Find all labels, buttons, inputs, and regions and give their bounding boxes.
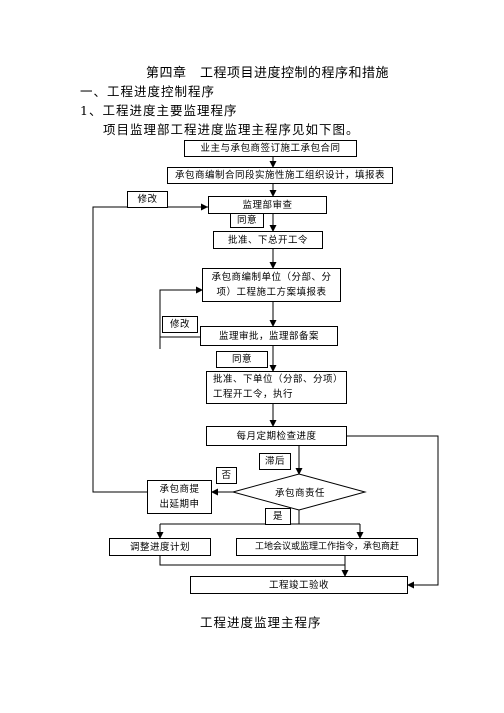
extension-line-2: 出延期申 [159,499,200,510]
figure-caption: 工程进度监理主程序 [200,615,322,630]
node-completion: 工程竣工验收 [190,576,408,594]
label-yes: 是 [265,508,291,525]
chapter-title: 第四章 工程项目进度控制的程序和措施 [146,66,390,81]
node-start-order: 批准、下总开工令 [213,231,323,249]
label-revise-2: 修改 [162,316,198,333]
label-revise-1: 修改 [127,191,168,208]
label-delayed: 滞后 [259,453,291,470]
node-responsibility: 承包商责任 [275,488,326,499]
node-supervisor-review: 监理部审查 [208,196,327,214]
extension-line-1: 承包商提 [159,484,200,495]
intro-paragraph: 项目监理部工程进度监理主程序见如下图。 [103,122,360,137]
unit-start-line-1: 批准、下单位（分部、分项） [213,374,344,385]
node-extension: 承包商提 出延期申 [147,480,212,514]
unit-start-line-2: 工程开工令，执行 [213,389,294,400]
decision-diamond [231,473,367,511]
unit-plan-line-2: 项）工程施工方案填报表 [216,287,327,298]
node-approval-filing: 监理审批，监理部备案 [200,326,338,346]
node-unit-plan: 承包商编制单位（分部、分 项）工程施工方案填报表 [202,268,341,302]
subsection-heading: 1、工程进度主要监理程序 [80,103,238,118]
node-unit-start: 批准、下单位（分部、分项） 工程开工令，执行 [206,371,347,404]
node-adjust-plan: 调整进度计划 [109,538,211,556]
node-org-design: 承包商编制合同段实施性施工组织设计，填报表 [167,167,393,184]
unit-plan-line-1: 承包商编制单位（分部、分 [211,272,332,283]
label-no: 否 [216,467,237,484]
label-agree-1: 同意 [230,213,264,228]
section-heading: 一、工程进度控制程序 [80,84,216,99]
node-meeting: 工地会议或监理工作指令，承包商赶 [236,538,418,556]
node-monthly-check: 每月定期检查进度 [206,426,347,446]
label-agree-2: 同意 [216,351,268,368]
node-contract: 业主与承包商签订施工承包合同 [184,140,357,157]
